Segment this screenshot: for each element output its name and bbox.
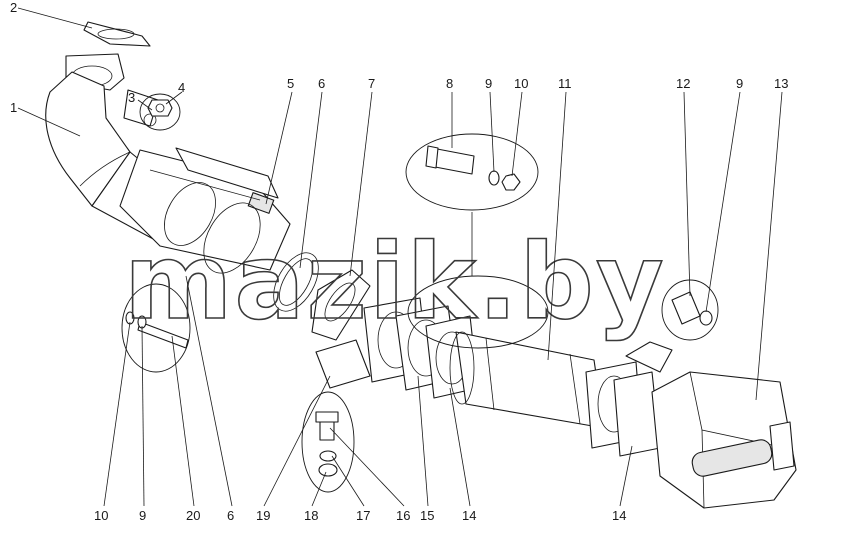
part-flange-plates-14b [585, 361, 661, 457]
callout-17: 17 [356, 508, 370, 523]
callout-14-bottom: 14 [462, 508, 476, 523]
part-muffler-13 [651, 371, 797, 509]
callout-14-right: 14 [612, 508, 626, 523]
callout-6-top: 6 [318, 76, 325, 91]
callout-18: 18 [304, 508, 318, 523]
callout-12: 12 [676, 76, 690, 91]
part-bolt-group-16-17-18 [301, 391, 355, 493]
part-sealing-rings-6 [164, 182, 319, 312]
part-gasket-2 [83, 21, 151, 47]
part-flange-clamp-5 [119, 147, 291, 271]
callout-9-bottom: 9 [139, 508, 146, 523]
callout-8: 8 [446, 76, 453, 91]
callout-19: 19 [256, 508, 270, 523]
callout-3: 3 [128, 90, 135, 105]
callout-13: 13 [774, 76, 788, 91]
callout-10-top: 10 [514, 76, 528, 91]
callout-15: 15 [420, 508, 434, 523]
callout-2: 2 [10, 0, 17, 15]
callout-7: 7 [368, 76, 375, 91]
part-main-pipe-11 [449, 331, 605, 429]
part-support-19 [315, 339, 371, 389]
leader-lines [17, 7, 783, 507]
callout-9-right: 9 [736, 76, 743, 91]
callout-11: 11 [558, 76, 572, 91]
part-bracket-12 [625, 279, 719, 373]
callout-10-bottom: 10 [94, 508, 108, 523]
group-ellipse-pipe-joint [407, 275, 549, 349]
part-bracket-7 [311, 269, 371, 341]
watermark-text: mazik.by [124, 221, 666, 343]
part-bolt-group-10-9-20 [121, 283, 191, 373]
callout-9-top: 9 [485, 76, 492, 91]
callout-labels: 2 1 3 4 5 6 7 8 9 10 11 12 9 13 10 9 20 … [10, 0, 788, 523]
callout-6-bottom: 6 [227, 508, 234, 523]
part-bolt-group-8-9-10 [405, 133, 539, 211]
callout-20: 20 [186, 508, 200, 523]
callout-16: 16 [396, 508, 410, 523]
callout-1: 1 [10, 100, 17, 115]
callout-4: 4 [178, 80, 185, 95]
callout-5: 5 [287, 76, 294, 91]
